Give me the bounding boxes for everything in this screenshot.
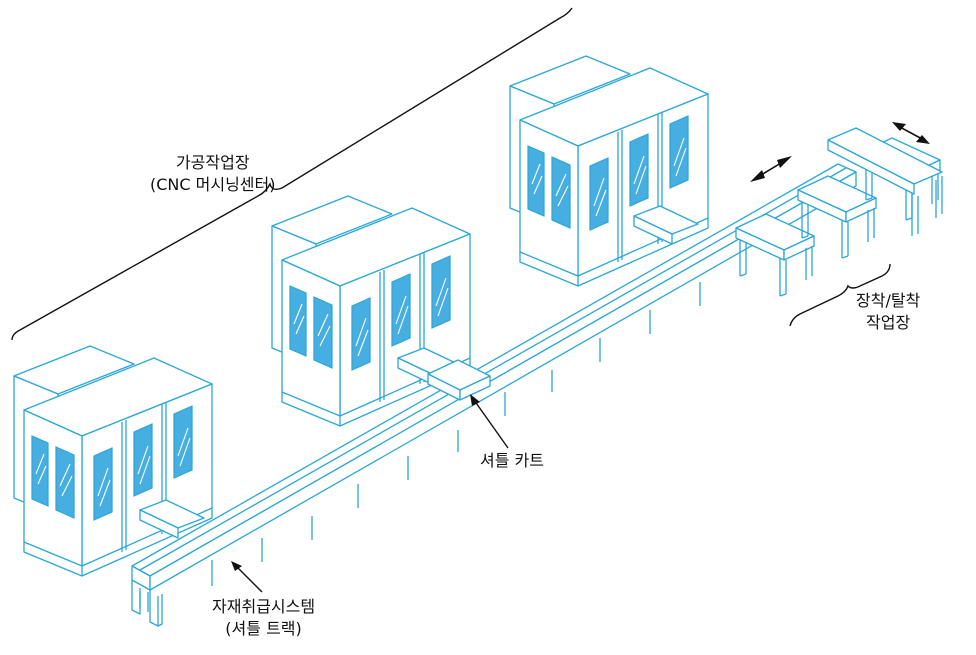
track-side: [149, 171, 857, 591]
load-unload-brace: [789, 263, 891, 327]
motion-arrow-station: [892, 122, 930, 144]
shuttle-cart: [427, 359, 491, 401]
station-cross-rail: [827, 127, 943, 236]
track-legs: [139, 282, 701, 612]
shuttle-cart-label: 셔틀 카트: [480, 450, 544, 472]
shuttle-cart-line1: 셔틀 카트: [480, 451, 544, 470]
load-unload-label: 장착/탈착 작업장: [856, 290, 920, 334]
handling-system-label: 자재취급시스템 (셔틀 트랙): [212, 596, 315, 640]
handling-system-leader: [231, 561, 263, 593]
shuttle-track: [131, 163, 857, 627]
machining-center-3: [509, 55, 709, 287]
machining-area-line1: 가공작업장: [175, 153, 250, 172]
machining-area-line2: (CNC 머시닝센터): [150, 175, 276, 194]
machining-area-brace: [11, 7, 573, 341]
motion-arrow-track: [750, 156, 792, 182]
handling-system-line1: 자재취급시스템: [212, 597, 316, 616]
machining-area-label: 가공작업장 (CNC 머시닝센터): [150, 152, 275, 196]
shuttle-cart-leader: [470, 394, 509, 449]
handling-system-line2: (셔틀 트랙): [225, 619, 302, 638]
load-unload-line2: 작업장: [866, 313, 911, 332]
load-unload-line1: 장착/탈착: [856, 291, 921, 310]
